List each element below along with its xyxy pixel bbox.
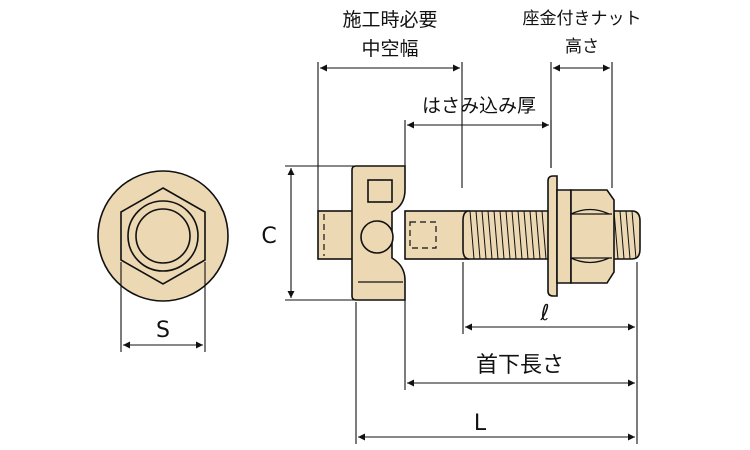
washer-nut-label-line2: 高さ — [565, 37, 599, 57]
threaded-rod-tip — [607, 210, 641, 260]
toggle-head-slot — [367, 179, 393, 203]
thread-marks — [469, 210, 547, 260]
thread-mark — [487, 210, 493, 260]
thread-mark — [631, 210, 637, 260]
s-label: S — [156, 318, 170, 343]
washer — [547, 175, 558, 297]
thread-mark — [511, 210, 517, 260]
hollow-width-label-line1: 施工時必要 — [342, 9, 437, 31]
shank-hidden-square — [409, 221, 437, 249]
side-view — [317, 165, 641, 301]
nut-chamfer-upper — [570, 208, 610, 215]
c-label: C — [261, 224, 276, 249]
thread-mark — [541, 210, 547, 260]
thread-mark — [517, 210, 523, 260]
thread-mark — [481, 210, 487, 260]
nut-bore-inner — [135, 208, 191, 264]
thread-mark — [499, 210, 505, 260]
thread-mark — [469, 210, 475, 260]
thread-mark — [493, 210, 499, 260]
thread-mark — [505, 210, 511, 260]
thread-mark — [535, 210, 541, 260]
under-head-label: 首下長さ — [476, 353, 564, 378]
front-shank — [404, 210, 470, 260]
thread-mark — [619, 210, 625, 260]
ell-label: ℓ — [539, 301, 549, 326]
hollow-width-label-line2: 中空幅 — [361, 38, 418, 60]
pivot-pin — [360, 220, 394, 254]
total-l-label: L — [474, 411, 487, 436]
thread-mark — [475, 210, 481, 260]
dimensions: C 施工時必要 中空幅 座金付きナット 高さ はさみ込み厚 ℓ 首下長さ L — [261, 9, 642, 444]
thread-mark — [523, 210, 529, 260]
washer-nut-label-line1: 座金付きナット — [523, 9, 642, 29]
thread-mark — [529, 210, 535, 260]
grip-label: はさみ込み厚 — [422, 95, 536, 117]
thread-mark — [625, 210, 631, 260]
nut-chamfer-lower — [570, 257, 610, 264]
end-view: S — [97, 170, 229, 352]
hex-nut-side — [570, 189, 615, 284]
nut-flange — [556, 189, 572, 284]
